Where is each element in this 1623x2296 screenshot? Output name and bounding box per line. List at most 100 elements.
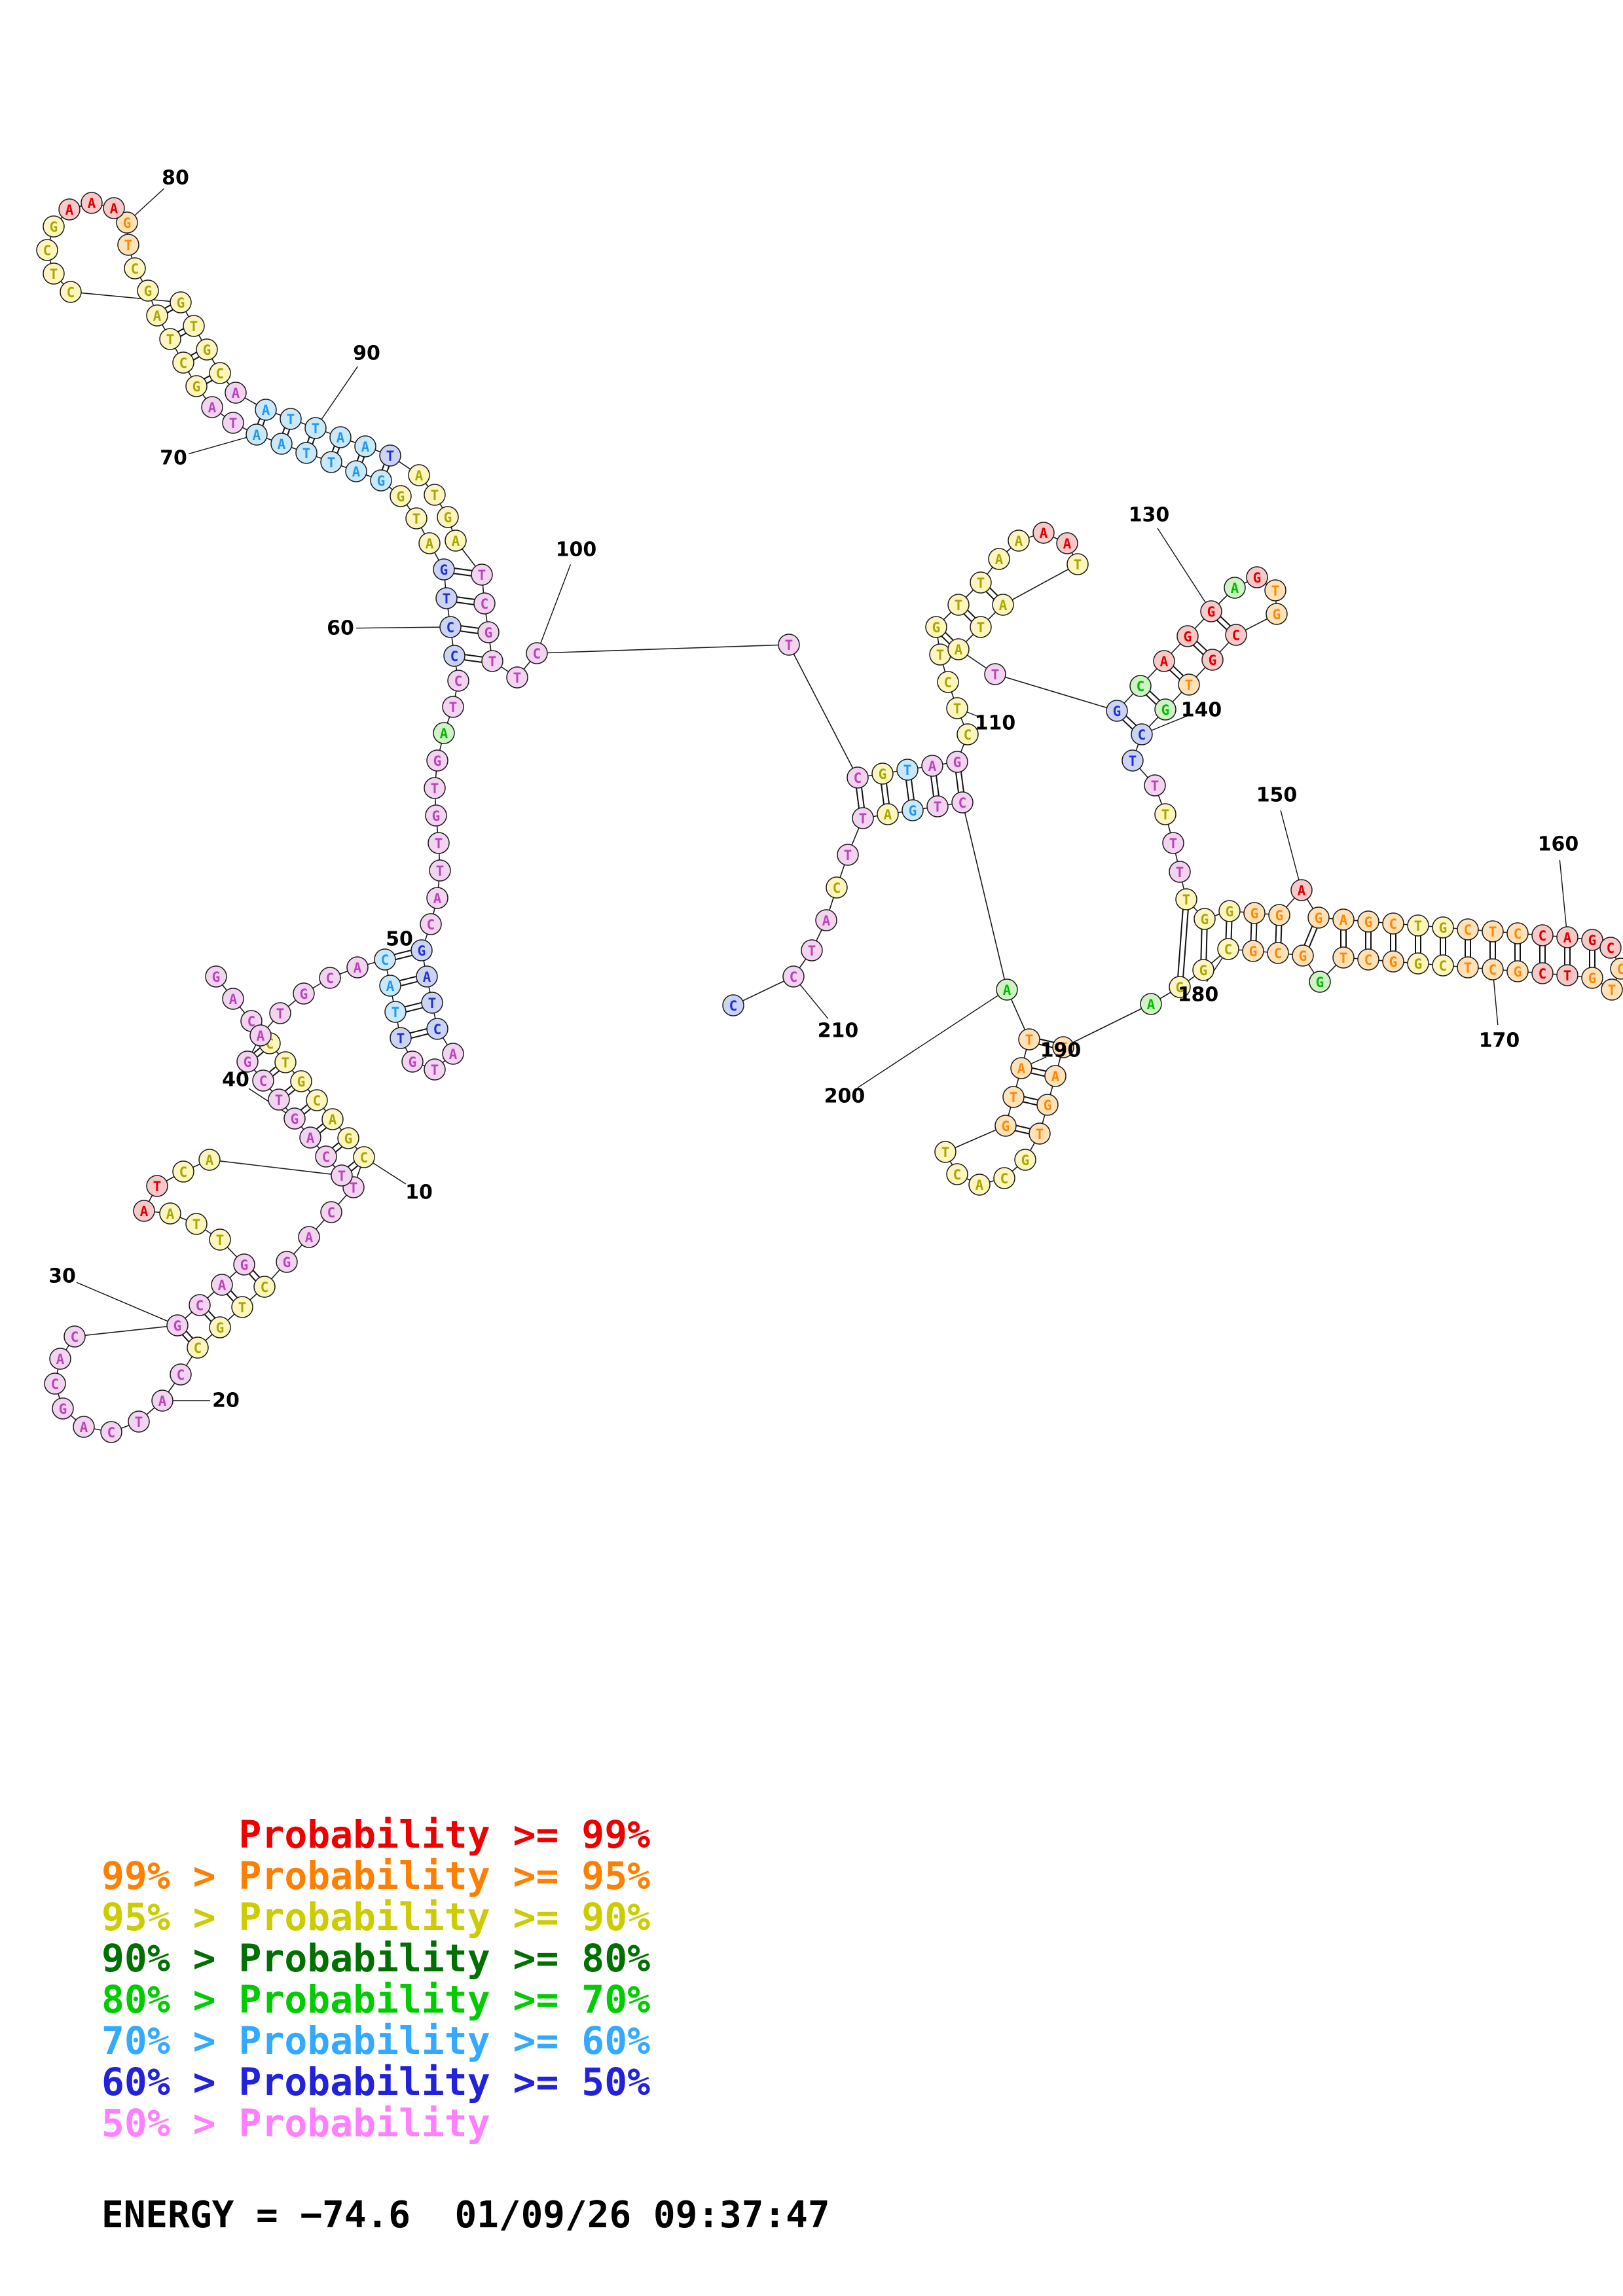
- position-label: 180: [1178, 984, 1219, 1007]
- nucleotide-circle: [1268, 904, 1290, 926]
- nucleotide: A: [1044, 1065, 1067, 1087]
- nucleotides: GACCTGCAGCTCAGCTGCCATCAGCACGCAGTTAATCATC…: [36, 192, 1623, 1443]
- nucleotide: C: [44, 1372, 66, 1395]
- nucleotide-letter: A: [415, 468, 424, 484]
- nucleotide: G: [1581, 967, 1603, 989]
- nucleotide-letter: A: [1017, 1061, 1026, 1077]
- nucleotide-circle: [1162, 832, 1184, 854]
- nucleotide-circle: [921, 755, 943, 777]
- nucleotide: A: [988, 548, 1010, 570]
- nucleotide: A: [151, 1390, 173, 1412]
- nucleotide-circle: [43, 215, 65, 238]
- legend-row-5: 80% > Probability >= 70%: [101, 1977, 651, 2022]
- nucleotide: G: [1218, 900, 1241, 922]
- position-label: 140: [1181, 699, 1222, 722]
- nucleotide-letter: T: [229, 416, 238, 431]
- nucleotide: G: [43, 215, 65, 238]
- backbone-line: [74, 1325, 178, 1337]
- position-label: 100: [556, 539, 597, 562]
- nucleotide: A: [270, 433, 293, 455]
- nucleotide-letter: C: [43, 243, 52, 259]
- nucleotide: C: [993, 1167, 1015, 1189]
- nucleotide-circle: [993, 1167, 1015, 1189]
- nucleotide-letter: G: [1273, 607, 1281, 622]
- nucleotide-letter: A: [426, 536, 434, 552]
- nucleotide: C: [1599, 937, 1622, 959]
- nucleotide: T: [424, 484, 446, 506]
- nucleotide: G: [1292, 944, 1314, 967]
- position-label: 200: [824, 1085, 866, 1108]
- nucleotide: T: [481, 650, 503, 672]
- nucleotide-circle: [170, 1363, 192, 1386]
- nucleotide-letter: C: [1607, 941, 1615, 956]
- nucleotide-circle: [315, 1145, 337, 1168]
- nucleotide: T: [896, 759, 919, 781]
- position-label: 90: [353, 342, 380, 365]
- nucleotide-circle: [128, 1410, 150, 1433]
- nucleotide-circle: [337, 1127, 359, 1149]
- nucleotide-letter: A: [1147, 997, 1156, 1013]
- nucleotide-circle: [189, 1294, 211, 1316]
- nucleotide-letter: T: [327, 455, 336, 471]
- nucleotide-circle: [1217, 938, 1239, 960]
- nucleotide: C: [443, 645, 465, 667]
- nucleotide: T: [929, 643, 951, 666]
- nucleotide-letter: T: [1151, 778, 1159, 794]
- nucleotide-letter: T: [1059, 1040, 1068, 1056]
- legend-row-8: 50% > Probability: [101, 2101, 490, 2145]
- nucleotide-letter: T: [955, 598, 963, 613]
- nucleotide-letter: G: [1389, 954, 1398, 970]
- nucleotide-letter: G: [203, 342, 211, 358]
- nucleotide-circle: [1044, 1065, 1067, 1087]
- nucleotide: T: [304, 417, 327, 439]
- nucleotide-letter: G: [953, 755, 962, 770]
- nucleotide: A: [321, 1108, 344, 1130]
- nucleotide-letter: T: [1464, 960, 1472, 976]
- nucleotide-letter: A: [1160, 654, 1169, 670]
- nucleotide-circle: [934, 1141, 957, 1163]
- nucleotide: T: [1029, 1122, 1051, 1145]
- nucleotide: A: [379, 975, 401, 997]
- nucleotide-letter: C: [1224, 942, 1233, 958]
- nucleotide-letter: G: [192, 379, 201, 395]
- nucleotide-circle: [1243, 902, 1266, 924]
- nucleotide-circle: [1201, 649, 1224, 671]
- nucleotide-letter: G: [1044, 1098, 1052, 1113]
- position-label: 60: [327, 617, 354, 640]
- nucleotide-circle: [970, 616, 992, 638]
- nucleotide: C: [1382, 912, 1404, 935]
- nucleotide-letter: T: [124, 238, 133, 253]
- nucleotide-circle: [222, 412, 244, 434]
- nucleotide-circle: [1169, 976, 1191, 998]
- nucleotide-circle: [183, 315, 205, 337]
- nucleotide-letter: C: [194, 1340, 202, 1356]
- nucleotide: G: [946, 751, 968, 773]
- nucleotide: T: [947, 594, 970, 616]
- nucleotide: C: [722, 994, 744, 1016]
- backbone-line: [209, 1159, 342, 1176]
- nucleotide: C: [64, 1325, 86, 1348]
- nucleotide-letter: G: [1199, 963, 1208, 978]
- nucleotide-letter: A: [153, 308, 162, 324]
- nucleotide-circle: [231, 1296, 253, 1318]
- nucleotide-circle: [1457, 918, 1479, 941]
- nucleotide-letter: T: [312, 421, 320, 437]
- nucleotide-letter: T: [977, 620, 985, 636]
- nucleotide: T: [852, 807, 874, 829]
- nucleotide-circle: [306, 1089, 328, 1111]
- position-label: 30: [48, 1265, 76, 1288]
- nucleotide: T: [185, 1213, 208, 1235]
- nucleotide-letter: C: [833, 880, 841, 896]
- nucleotide-letter: G: [397, 489, 405, 505]
- nucleotide-circle: [379, 444, 401, 467]
- nucleotide-circle: [295, 442, 318, 464]
- nucleotide: T: [231, 1296, 253, 1318]
- nucleotide: G: [1036, 1094, 1059, 1116]
- nucleotide-circle: [1531, 924, 1554, 946]
- nucleotide: C: [315, 1145, 337, 1168]
- nucleotide-circle: [410, 939, 433, 961]
- nucleotide-circle: [1267, 942, 1289, 964]
- nucleotide-circle: [837, 844, 859, 866]
- nucleotide-circle: [1052, 1036, 1074, 1058]
- nucleotide-circle: [1144, 774, 1166, 797]
